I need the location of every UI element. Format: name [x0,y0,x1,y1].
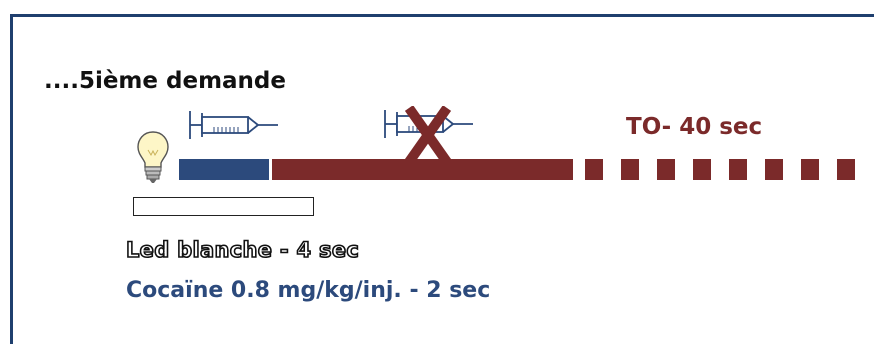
timeout-dash [837,159,855,180]
led-legend-label: Led blanche - 4 sec [125,237,360,263]
syringe-icon [189,111,278,139]
cocaine-infusion-bar [179,159,269,180]
diagram-frame [10,14,874,344]
timeout-dash [801,159,819,180]
timeout-dash [765,159,783,180]
timeout-dash [693,159,711,180]
white-led-bar [133,197,314,216]
timeout-dash [585,159,603,180]
timeout-dash [729,159,747,180]
light-bulb-icon [137,131,169,183]
timeout-dash [621,159,639,180]
diagram-heading: ....5ième demande [44,68,286,94]
timeout-bar [272,159,573,180]
timeout-label: TO- 40 sec [626,114,763,140]
cocaine-legend-label: Cocaïne 0.8 mg/kg/inj. - 2 sec [126,278,491,303]
timeout-dash [657,159,675,180]
crossed-syringe-icon [384,106,473,164]
